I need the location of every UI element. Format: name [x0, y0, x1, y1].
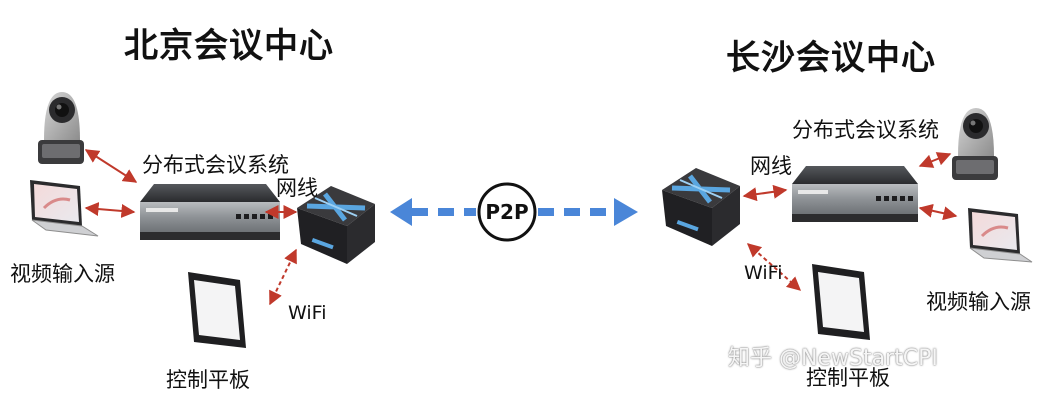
- p2p-circle: [477, 182, 537, 242]
- camera-icon: [952, 108, 998, 180]
- camera-link-arrow: [84, 149, 138, 183]
- router-icon: [662, 168, 740, 246]
- wifi-link-arrow: [746, 243, 802, 291]
- beijing-network-label: 网线: [276, 176, 318, 200]
- router-icon: [297, 186, 375, 264]
- beijing-tablet-label: 控制平板: [166, 368, 250, 392]
- p2p-left-arrowhead: [390, 198, 412, 226]
- beijing-video-source-label: 视频输入源: [10, 262, 115, 286]
- changsha-tablet-label: 控制平板: [806, 366, 890, 390]
- laptop-icon: [30, 180, 99, 237]
- laptop-link-arrow: [84, 202, 136, 218]
- conference-server-icon: [140, 184, 280, 240]
- beijing-wifi-label: WiFi: [288, 302, 327, 324]
- watermark: 知乎 @NewStartCPI: [728, 346, 938, 371]
- changsha-wifi-label: WiFi: [744, 262, 783, 284]
- tablet-icon: [188, 272, 246, 348]
- camera-icon: [38, 92, 84, 164]
- changsha-video-source-label: 视频输入源: [926, 290, 1031, 314]
- wifi-link-arrow: [269, 248, 297, 306]
- changsha-system-label: 分布式会议系统: [792, 118, 939, 142]
- beijing-title: 北京会议中心: [124, 26, 334, 66]
- camera-link-arrow: [918, 152, 952, 168]
- p2p-label: P2P: [485, 200, 529, 224]
- p2p-right-arrowhead: [614, 198, 638, 226]
- laptop-icon: [968, 208, 1033, 263]
- beijing-system-label: 分布式会议系统: [142, 153, 289, 177]
- router-server-arrow: [742, 184, 788, 202]
- tablet-icon: [812, 264, 870, 340]
- changsha-title: 长沙会议中心: [726, 38, 936, 78]
- changsha-network-label: 网线: [750, 154, 792, 178]
- p2p-link: [390, 182, 638, 242]
- laptop-link-arrow: [918, 203, 958, 221]
- conference-server-icon: [792, 166, 918, 222]
